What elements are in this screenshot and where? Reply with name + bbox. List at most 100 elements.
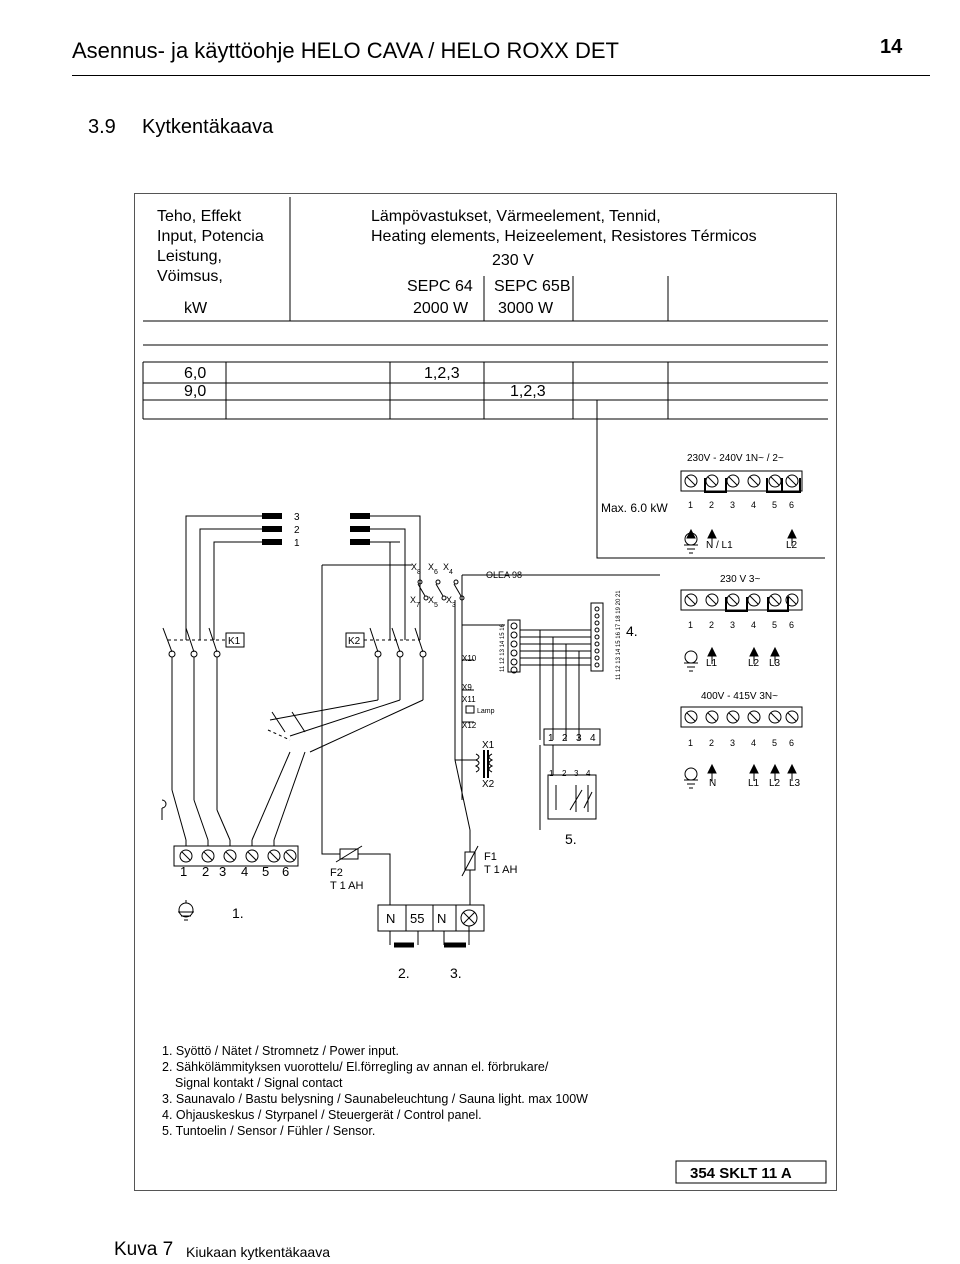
legend-line: 5. Tuntoelin / Sensor / Fühler / Sensor. <box>162 1124 375 1138</box>
legend-line: 4. Ohjauskeskus / Styrpanel / Steuergerä… <box>162 1108 482 1122</box>
sensor-terminal-block <box>543 728 601 746</box>
section-title: Kytkentäkaava <box>142 116 274 138</box>
page-number: 14 <box>880 36 903 58</box>
table-watts: 2000 W <box>413 300 469 317</box>
relay-label: X <box>428 562 434 572</box>
terminal-number: 6 <box>789 738 794 748</box>
fuse-label: F2 <box>330 867 343 879</box>
terminal-number: 1 <box>688 500 693 510</box>
diagram-marker: 4. <box>626 623 638 639</box>
supply-frame <box>596 400 825 559</box>
terminal-number: 3 <box>730 620 735 630</box>
relay-contacts <box>417 579 465 601</box>
connector-left <box>507 619 521 674</box>
legend-line: 3. Saunavalo / Bastu belysning / Saunabe… <box>162 1092 588 1106</box>
relay-label: 7 <box>416 602 420 609</box>
lamp-symbol <box>465 705 475 714</box>
max-power: Max. 6.0 kW <box>601 501 668 515</box>
sensor <box>547 774 597 820</box>
board-label: X2 <box>482 779 495 790</box>
relay-label: X <box>446 595 452 605</box>
supply-label: N <box>709 778 716 789</box>
terminal-number: 1 <box>180 864 187 879</box>
terminal-number: 2 <box>709 738 714 748</box>
table-watts: 3000 W <box>498 300 554 317</box>
board-label: Lamp <box>477 708 495 715</box>
diagram-frame <box>134 193 837 1191</box>
sensor-terminal-number: 4 <box>586 769 591 778</box>
table-row-value: 1,2,3 <box>510 383 546 400</box>
legend-line: Signal kontakt / Signal contact <box>175 1076 343 1090</box>
table-unit: kW <box>184 300 208 317</box>
table-power-header: Teho, Effekt <box>157 208 242 225</box>
terminal-number: 3 <box>730 738 735 748</box>
sensor-terminal-number: 3 <box>576 733 582 744</box>
table-power-header: Leistung, <box>157 248 222 265</box>
element-level: 3 <box>294 512 300 523</box>
board-label: X10 <box>462 654 477 663</box>
mid-supply-terminals <box>680 589 803 612</box>
terminal-number: 3 <box>730 500 735 510</box>
terminal-number: 3 <box>219 864 226 879</box>
element-level: 1 <box>294 538 300 549</box>
ground-symbol <box>684 650 698 672</box>
terminal-number: 5 <box>262 864 269 879</box>
wire-break <box>161 799 167 809</box>
diagram-marker: 1. <box>232 905 244 921</box>
board-label: X12 <box>462 721 477 730</box>
relay-label: 8 <box>417 569 421 576</box>
table-elements-header: Heating elements, Heizeelement, Resistor… <box>371 228 757 245</box>
diagram-marker: 2. <box>398 965 410 981</box>
bottom-terminal-label: N <box>437 911 446 926</box>
top-supply-voltage: 230V - 240V 1N~ / 2~ <box>687 453 784 464</box>
ground-symbol <box>178 900 194 921</box>
mid-supply-voltage: 230 V 3~ <box>720 574 760 585</box>
sensor-terminal-number: 1 <box>549 769 554 778</box>
document-code-box <box>675 1160 827 1184</box>
terminal-number: 5 <box>772 620 777 630</box>
bottom-terminal-label: 55 <box>410 911 424 926</box>
diagram-marker: 3. <box>450 965 462 981</box>
fuse-label: T 1 AH <box>330 880 363 892</box>
lamp-icon <box>460 909 478 927</box>
terminal-number: 2 <box>202 864 209 879</box>
transformer <box>474 750 494 778</box>
low-supply-terminals <box>680 706 803 728</box>
terminal-number: 4 <box>241 864 248 879</box>
ground-symbol <box>684 532 698 554</box>
contactor-label: K2 <box>348 636 361 647</box>
contactor-label: K1 <box>228 636 241 647</box>
supply-label: L2 <box>769 778 781 789</box>
legend-line: 1. Syöttö / Nätet / Stromnetz / Power in… <box>162 1044 399 1058</box>
board-label: X11 <box>462 695 476 704</box>
connector-pins: 11 12 13 14 15 16 17 18 19 20 21 <box>616 590 622 680</box>
board-label: X1 <box>482 740 495 751</box>
sensor-terminal-number: 3 <box>574 769 579 778</box>
supply-label: L3 <box>769 658 781 669</box>
bottom-terminal-label: N <box>386 911 395 926</box>
terminal-number: 2 <box>709 500 714 510</box>
figure-caption: Kiukaan kytkentäkaava <box>186 1244 330 1260</box>
supply-label: L1 <box>748 778 760 789</box>
terminal-number: 5 <box>772 738 777 748</box>
table-elements-header: Lämpövastukset, Värmeelement, Tennid, <box>371 208 661 225</box>
bottom-terminal-block <box>377 904 485 932</box>
element-level: 2 <box>294 525 300 536</box>
supply-label: L2 <box>748 658 760 669</box>
board-name: OLEA 98 <box>486 570 522 580</box>
ground-symbol <box>684 767 698 789</box>
supply-label: N / L1 <box>706 540 733 551</box>
page-header-title: Asennus- ja käyttöohje HELO CAVA / HELO … <box>72 38 619 63</box>
figure-number: Kuva 7 <box>114 1239 174 1260</box>
section-number: 3.9 <box>88 116 116 138</box>
low-supply-voltage: 400V - 415V 3N~ <box>701 691 778 702</box>
connector-right <box>590 602 604 672</box>
table-row-value: 1,2,3 <box>424 365 460 382</box>
board-label: X9 <box>462 683 472 692</box>
table-row-power: 6,0 <box>184 365 206 382</box>
terminal-number: 6 <box>789 500 794 510</box>
table-power-header: Vöimsus, <box>157 268 223 285</box>
sensor-terminal-number: 1 <box>548 733 554 744</box>
auxiliary-contacts <box>267 711 306 741</box>
